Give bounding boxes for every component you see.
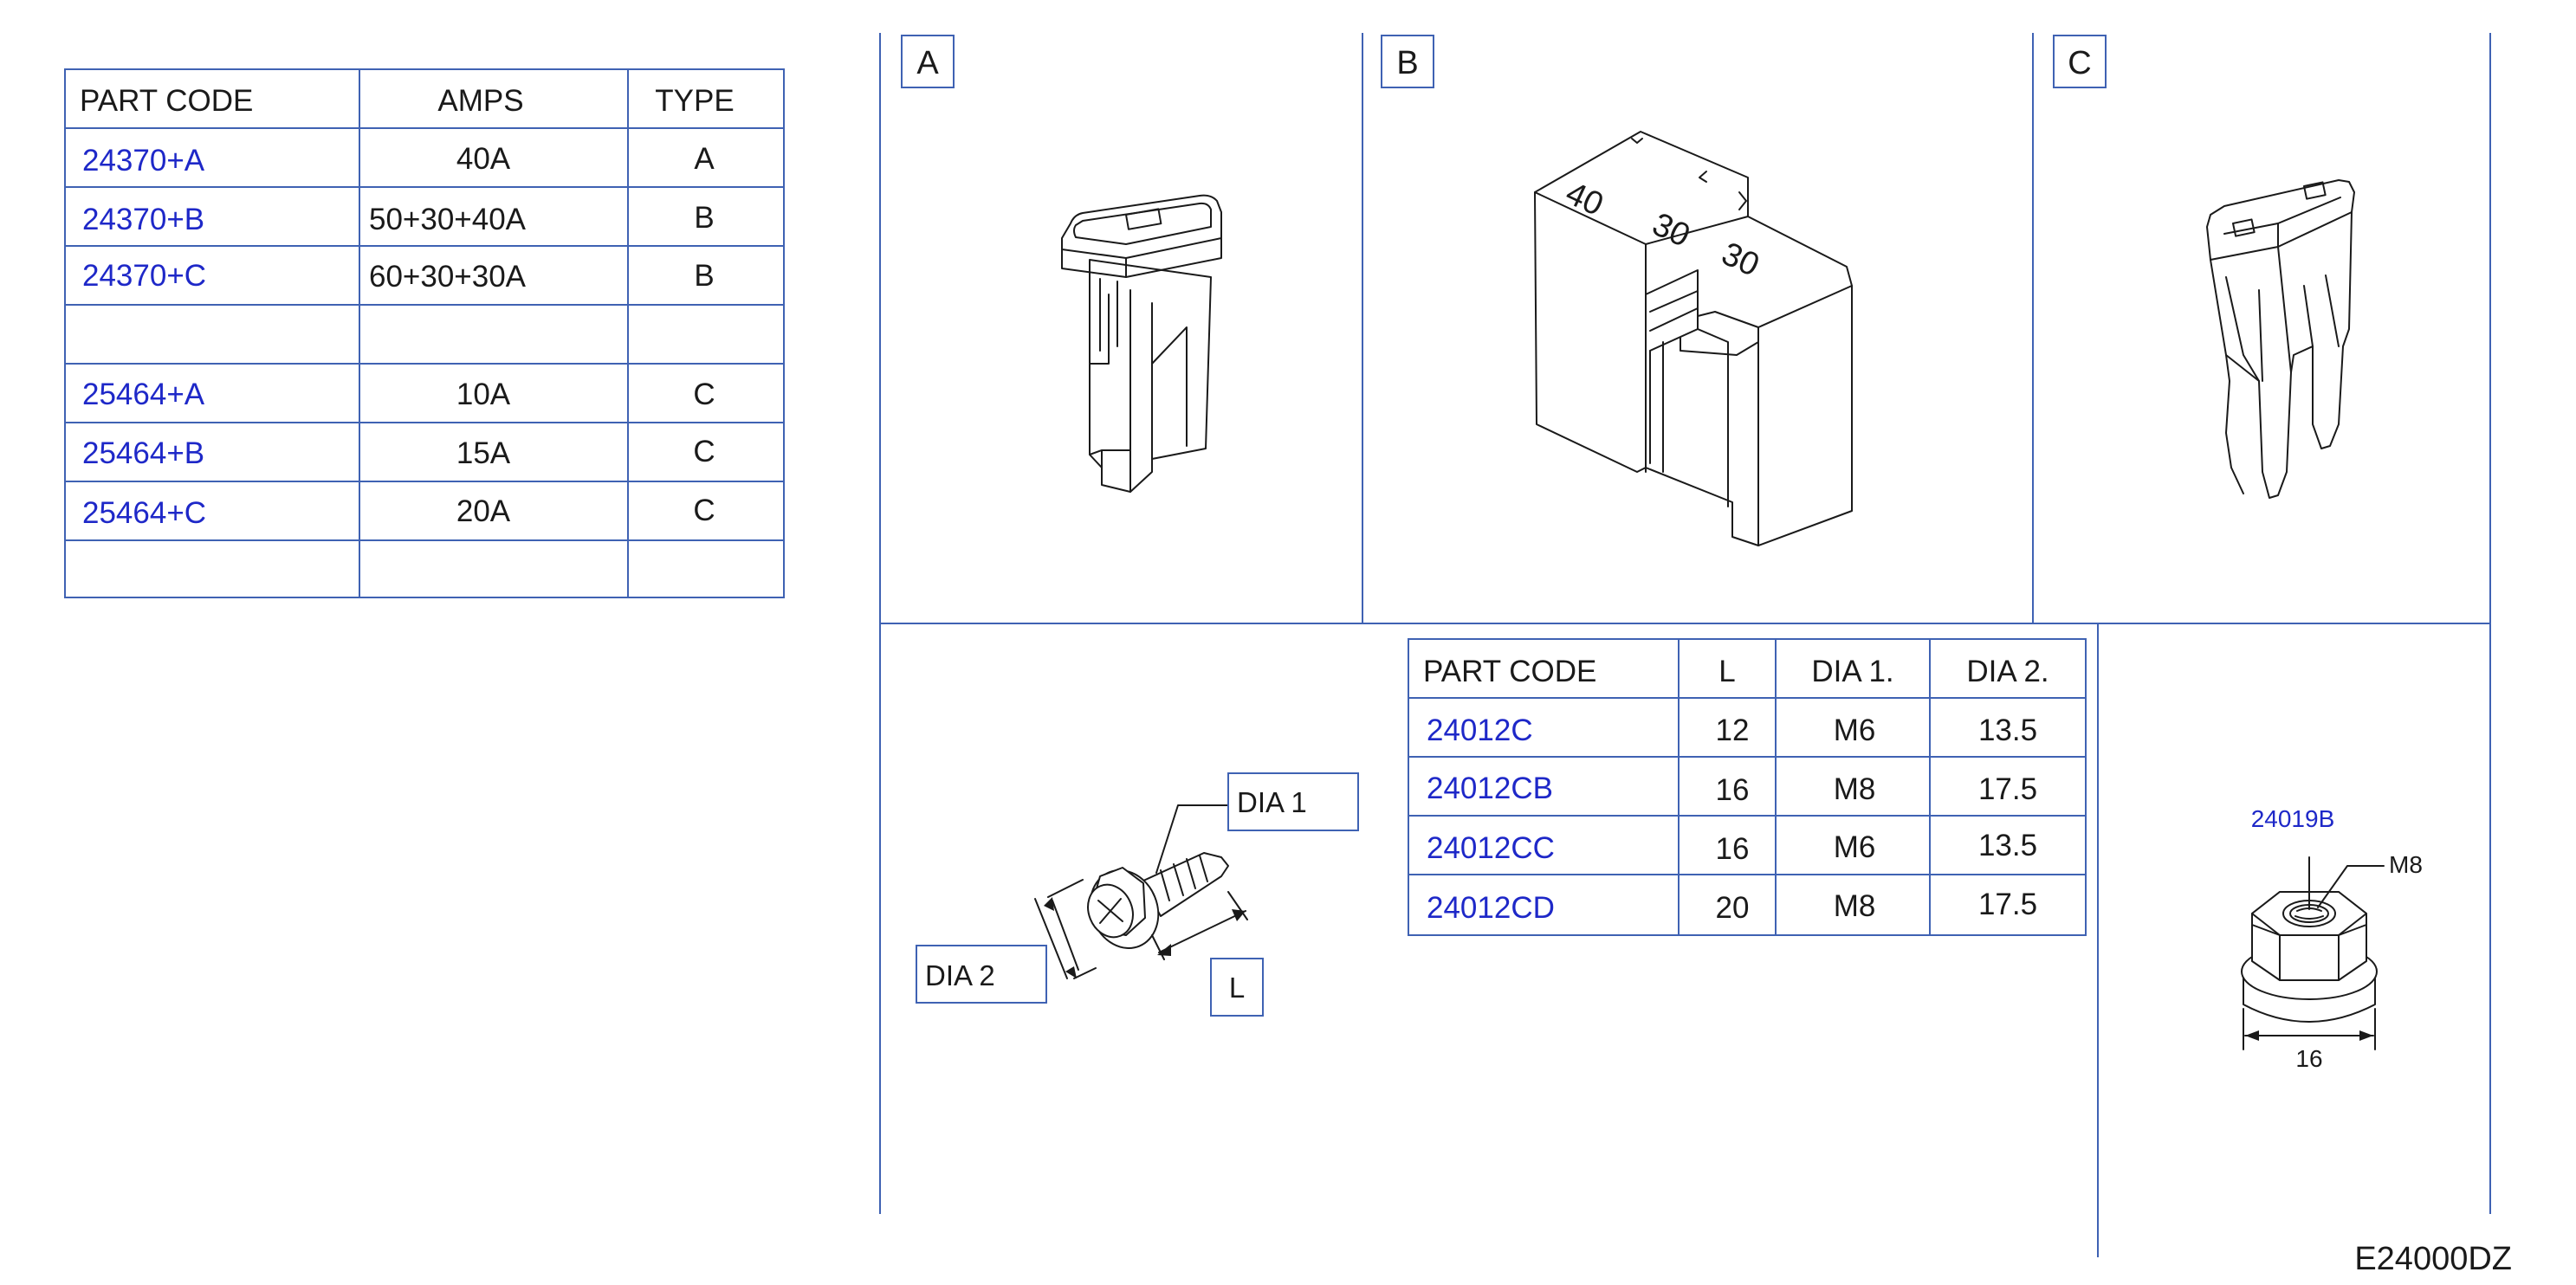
callout-l-label: L [1229, 972, 1245, 1004]
panel-tag-a-label: A [916, 45, 939, 81]
drawing-id: E24000DZ [2354, 1241, 2512, 1277]
panel-tag-a: A [901, 35, 955, 88]
panel-tag-b: B [1381, 35, 1434, 88]
bolt-row-l: 16 [1716, 832, 1750, 866]
bolt-row-dia2: 13.5 [1978, 829, 2037, 862]
fuse-row-type: A [694, 142, 715, 176]
callout-dia2-label: DIA 2 [925, 959, 995, 991]
bolt-row-dia2: 17.5 [1978, 888, 2037, 921]
fuse-row-part-code[interactable]: 24370+A [82, 144, 205, 178]
nut-width-label: 16 [2295, 1045, 2322, 1072]
bolt-row-part-code[interactable]: 24012C [1427, 714, 1533, 747]
fuse-table-header-amps: AMPS [437, 84, 523, 118]
bolt-table-header-part-code: PART CODE [1423, 655, 1596, 688]
bolt-row-dia1: M8 [1834, 772, 1876, 806]
fuse-row-part-code[interactable]: 25464+C [82, 496, 206, 530]
bolt-row-part-code[interactable]: 24012CC [1427, 831, 1555, 865]
callout-dia1: DIA 1 [1227, 772, 1359, 831]
bolt-row-part-code[interactable]: 24012CB [1427, 772, 1553, 805]
fuse-row-type: B [694, 201, 714, 235]
panel-tag-c: C [2053, 35, 2107, 88]
bolt-row-part-code[interactable]: 24012CD [1427, 891, 1555, 925]
bolt-row-dia1: M6 [1834, 714, 1876, 747]
bolt-row-dia2: 17.5 [1978, 772, 2037, 806]
fuse-table-border [64, 68, 785, 598]
panel-frame [879, 33, 2491, 1257]
fuse-type-b-drawing: 40 30 30 [1534, 131, 1853, 546]
fuse-row-amps: 10A [456, 378, 511, 411]
bolt-row-dia2: 13.5 [1978, 714, 2037, 747]
bolt-row-dia1: M6 [1834, 830, 1876, 864]
fuse-row-type: B [694, 259, 714, 293]
bolt-table: PART CODE L DIA 1. DIA 2. 24012C 12 M6 1… [1408, 638, 2087, 936]
bolt-row-l: 20 [1716, 891, 1750, 925]
nut-part-code[interactable]: 24019B [2251, 805, 2335, 832]
fuse-table-header-part-code: PART CODE [80, 84, 253, 118]
bolt-row-l: 16 [1716, 773, 1750, 807]
flange-nut-drawing [2241, 856, 2385, 1050]
fuse-type-c-drawing [2206, 179, 2355, 499]
nut-thread-label: M8 [2389, 851, 2423, 878]
fuse-type-a-drawing [1061, 194, 1222, 493]
callout-dia1-label: DIA 1 [1237, 786, 1307, 818]
fuse-row-part-code[interactable]: 24370+C [82, 259, 206, 293]
bolt-drawing [1034, 804, 1248, 979]
callout-dia2: DIA 2 [916, 945, 1047, 1004]
fuse-row-type: C [693, 435, 715, 468]
fuse-row-part-code[interactable]: 25464+A [82, 378, 205, 411]
bolt-table-header-dia2: DIA 2. [1966, 655, 2049, 688]
fuse-row-amps: 50+30+40A [369, 203, 527, 236]
bolt-table-header-l: L [1718, 655, 1735, 688]
fuse-row-part-code[interactable]: 25464+B [82, 436, 204, 470]
panel-tag-c-label: C [2068, 45, 2091, 81]
bolt-row-dia1: M8 [1834, 889, 1876, 923]
bolt-row-l: 12 [1716, 714, 1750, 747]
fuse-table-header-type: TYPE [655, 84, 734, 118]
fuse-row-part-code[interactable]: 24370+B [82, 203, 204, 236]
fuse-table: PART CODE AMPS TYPE 24370+A 40A A 24370+… [64, 68, 785, 598]
bolt-table-border [1408, 638, 2087, 936]
panel-tag-b-label: B [1396, 45, 1418, 81]
callout-l: L [1210, 958, 1264, 1017]
fuse-row-type: C [693, 494, 715, 527]
fuse-row-amps: 20A [456, 494, 511, 528]
fuse-row-amps: 15A [456, 436, 511, 470]
fuse-row-amps: 40A [456, 142, 511, 176]
bolt-table-header-dia1: DIA 1. [1811, 655, 1893, 688]
fuse-row-amps: 60+30+30A [369, 260, 527, 294]
fuse-row-type: C [693, 378, 715, 411]
